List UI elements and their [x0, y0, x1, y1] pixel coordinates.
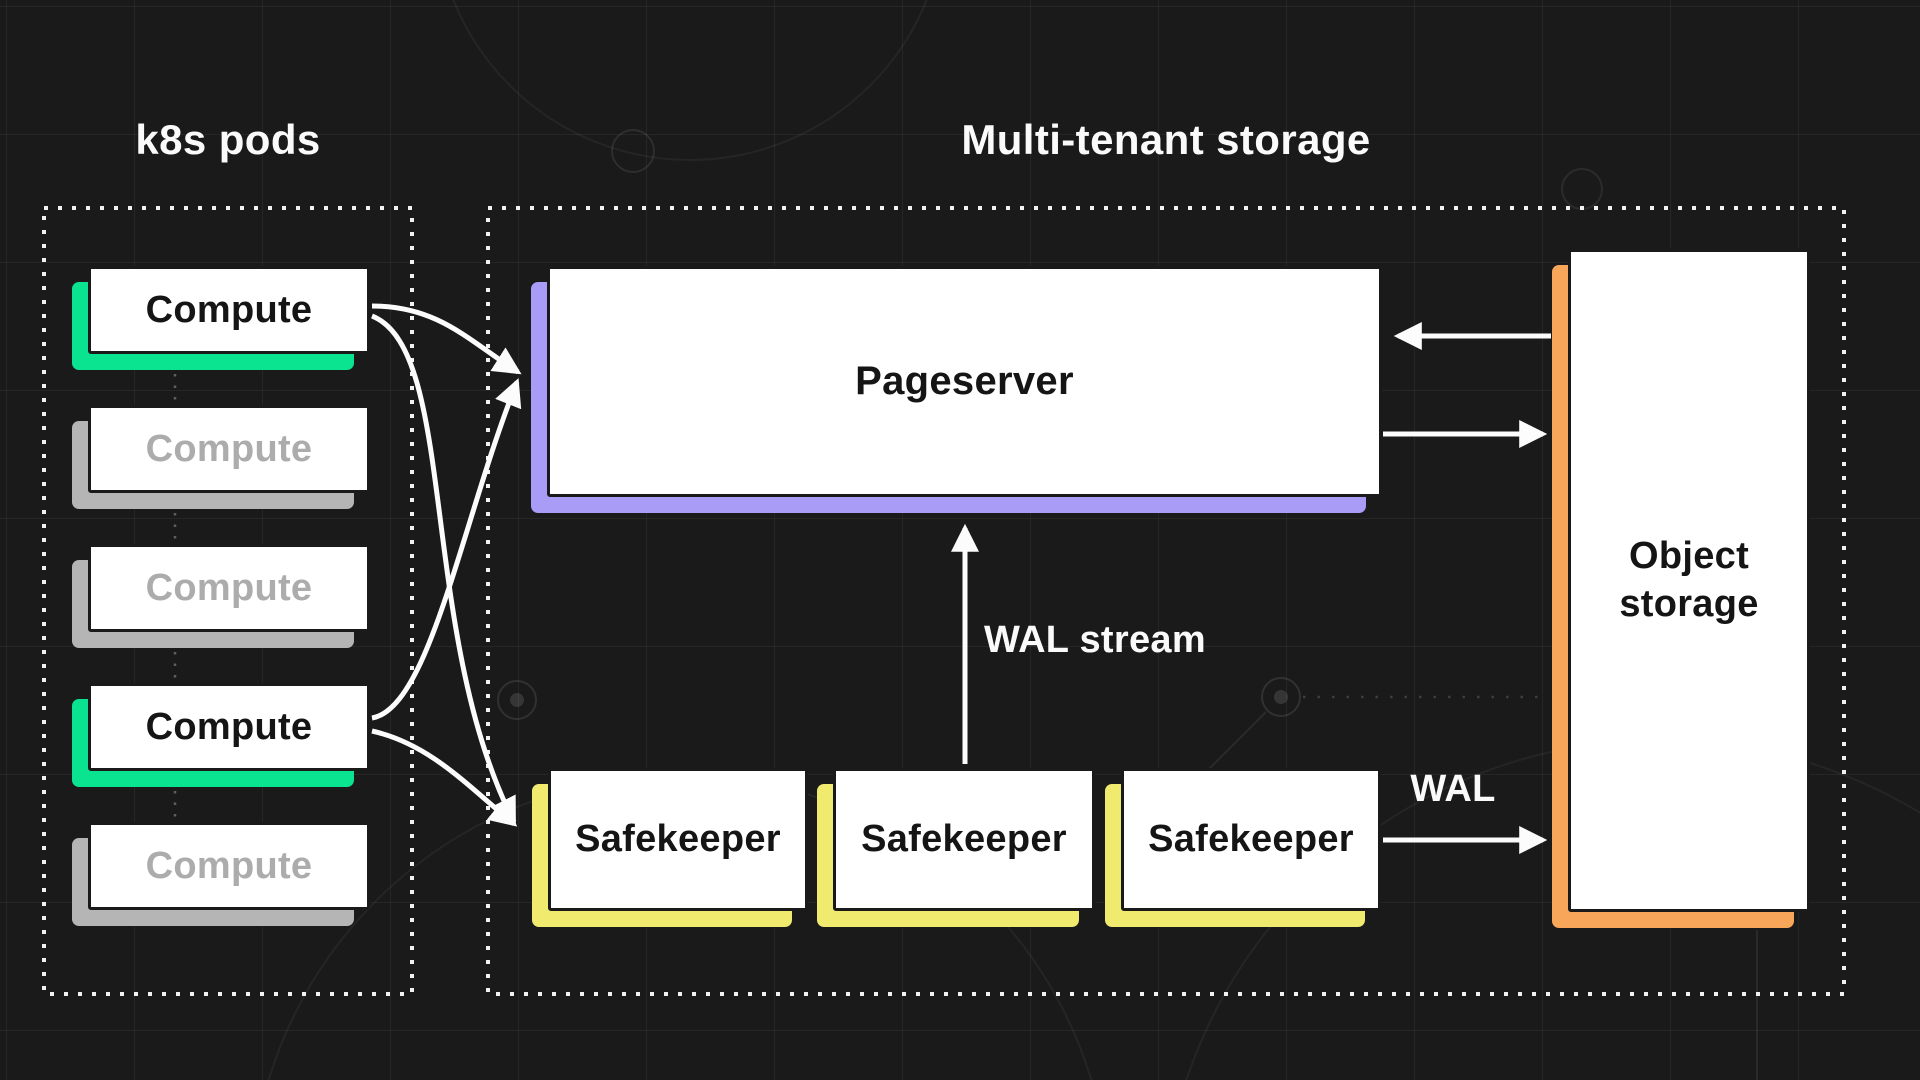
- arrow-compute1-to-pageserver: [371, 303, 522, 375]
- k8s-pods-title: k8s pods: [135, 116, 321, 163]
- storage-title: Multi-tenant storage: [961, 116, 1371, 163]
- compute-1-box: Compute: [88, 266, 370, 354]
- arrow-compute1-to-safekeeper1: [371, 313, 517, 826]
- safekeeper-3-box: Safekeeper: [1121, 768, 1381, 911]
- wal-label: WAL: [1410, 768, 1496, 810]
- pageserver-box: Pageserver: [547, 266, 1382, 497]
- compute-3-box: Compute: [88, 544, 370, 632]
- compute-5-box: Compute: [88, 822, 370, 910]
- compute-2-box: Compute: [88, 405, 370, 493]
- safekeeper-2-box: Safekeeper: [833, 768, 1095, 911]
- compute-4-box: Compute: [88, 683, 370, 771]
- arrow-compute4-to-pageserver: [371, 378, 522, 721]
- safekeeper-1-box: Safekeeper: [548, 768, 808, 911]
- object-storage-box: Object storage: [1568, 249, 1810, 912]
- wal-stream-label: WAL stream: [984, 619, 1206, 661]
- arrow-compute4-to-safekeeper1: [371, 728, 518, 827]
